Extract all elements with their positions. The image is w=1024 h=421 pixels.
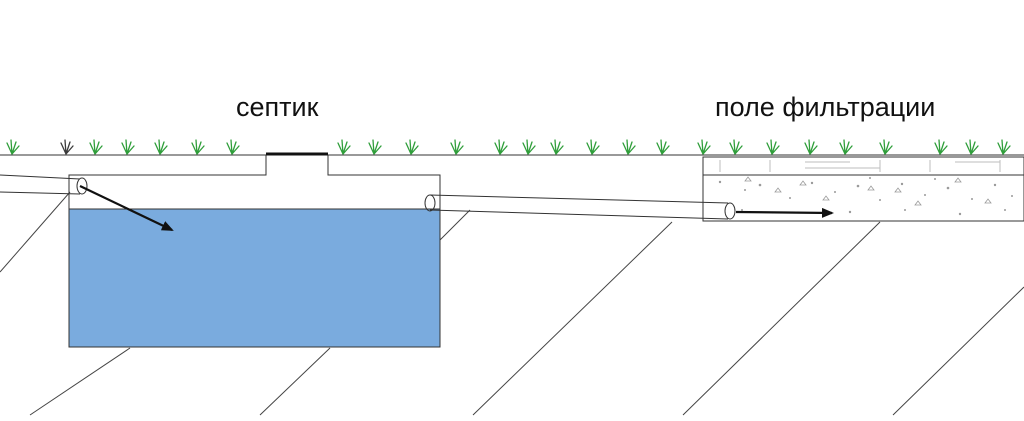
grass-tuft: [191, 139, 205, 155]
grass-tuft: [154, 139, 168, 155]
septic-tank-housing: [68, 155, 441, 210]
grass-tuft: [226, 139, 240, 155]
grass-tuft: [60, 139, 74, 155]
grass-tuft: [879, 139, 893, 155]
filtration-field: [702, 156, 1024, 222]
soil-hatching: [0, 191, 1024, 416]
grass-tuft: [121, 139, 135, 155]
filtration-field-label: поле фильтрации: [715, 92, 935, 122]
gravel-stones: [744, 176, 992, 206]
inlet-pipe: [0, 174, 88, 195]
grass-tuft: [337, 139, 351, 155]
grass-tuft: [494, 139, 508, 155]
inflow-arrow: [79, 185, 174, 231]
grass-tufts: [6, 139, 1011, 155]
grass-tuft: [405, 139, 419, 155]
grass-tuft: [697, 139, 711, 155]
outflow-arrow: [735, 207, 834, 218]
top-layer-bricks: [719, 160, 1001, 172]
grass-tuft: [6, 139, 20, 155]
grass-tuft: [839, 139, 853, 155]
grass-tuft: [934, 139, 948, 155]
grass-tuft: [522, 139, 536, 155]
gravel-fill: [718, 177, 1013, 216]
grass-tuft: [622, 139, 636, 155]
grass-tuft: [804, 139, 818, 155]
outlet-pipe: [424, 194, 736, 220]
grass-tuft: [656, 139, 670, 155]
grass-tuft: [550, 139, 564, 155]
grass-tuft: [586, 139, 600, 155]
grass-tuft: [766, 139, 780, 155]
septic-label: септик: [236, 92, 319, 122]
grass-tuft: [997, 139, 1011, 155]
grass-tuft: [729, 139, 743, 155]
grass-tuft: [368, 139, 382, 155]
septic-tank-water: [68, 208, 441, 348]
grass-tuft: [450, 139, 464, 155]
grass-tuft: [89, 139, 103, 155]
grass-tuft: [965, 139, 979, 155]
